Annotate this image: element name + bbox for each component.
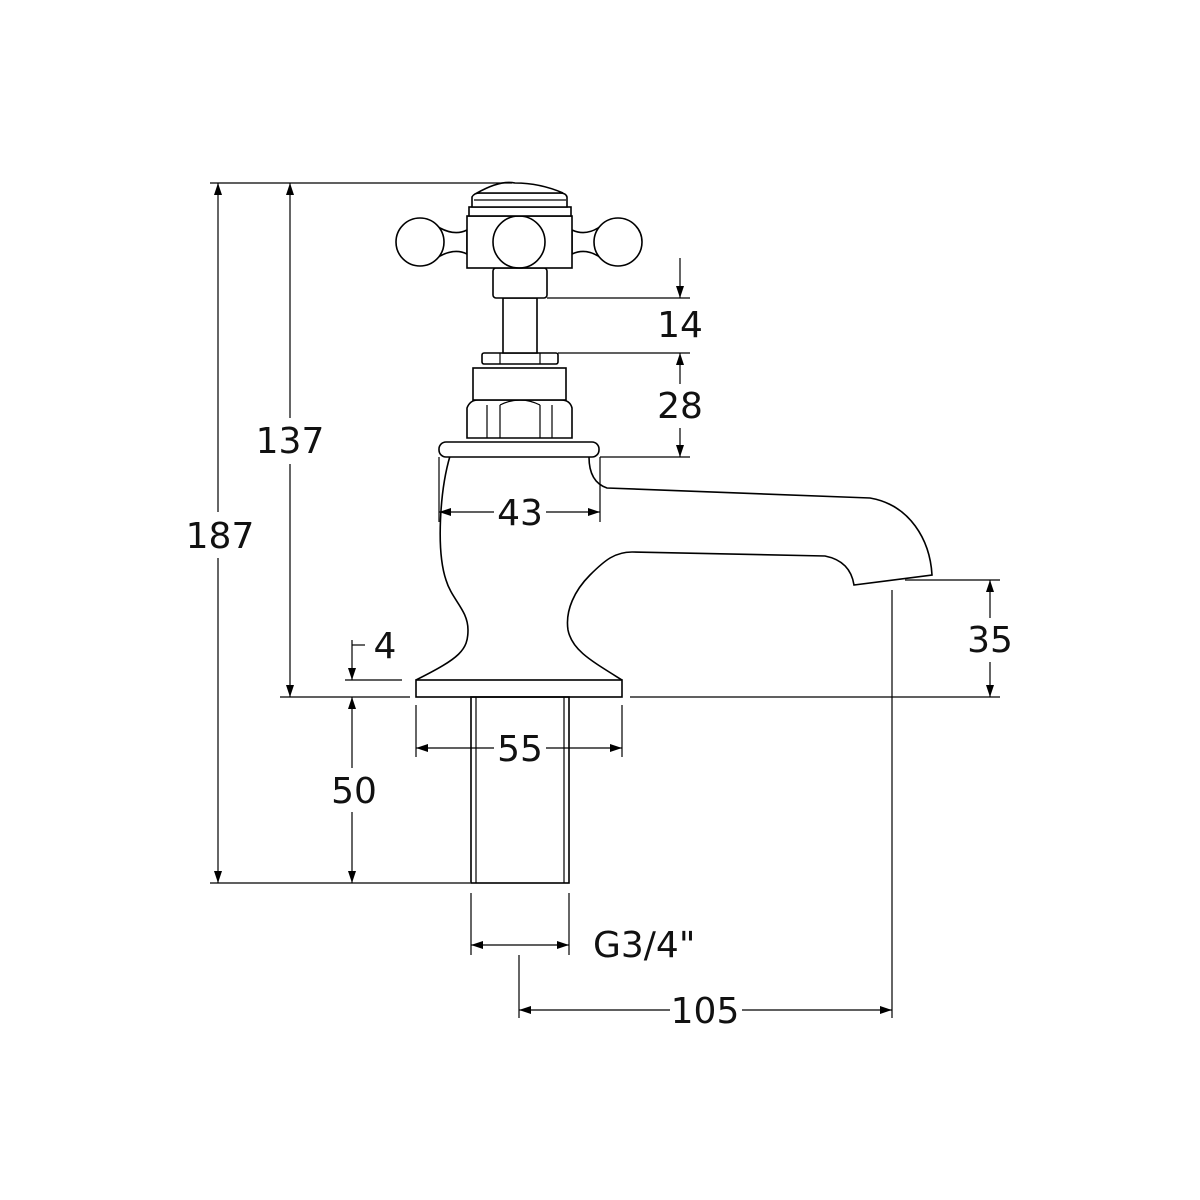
dim-body-width: 43 <box>497 493 543 534</box>
dim-overall-height: 187 <box>186 516 255 557</box>
dim-headwork-height: 28 <box>657 386 703 427</box>
dimension-lines <box>186 182 1016 1032</box>
spindle <box>502 297 538 354</box>
indice-dome <box>473 181 564 194</box>
dimension-labels: 187 137 50 4 14 28 43 55 35 G3/4" 105 <box>186 305 1013 1032</box>
lock-nut <box>481 352 559 365</box>
handle-collar <box>492 267 548 299</box>
cross-handle <box>395 181 643 269</box>
headwork-body <box>472 367 567 401</box>
dim-base-width: 55 <box>497 729 543 770</box>
shank <box>470 696 570 884</box>
dim-spout-reach: 105 <box>671 991 740 1032</box>
dim-spout-height: 35 <box>967 620 1013 661</box>
tap-outline <box>395 181 933 884</box>
dim-shank-length: 50 <box>331 771 377 812</box>
dim-handle-clearance: 14 <box>657 305 703 346</box>
hex-nut <box>466 399 573 439</box>
base-plate <box>415 679 623 698</box>
dim-base-thickness: 4 <box>374 626 397 667</box>
spout-body <box>415 455 933 681</box>
deck-flange <box>438 441 600 458</box>
dim-height-above-deck: 137 <box>256 421 325 462</box>
dim-thread: G3/4" <box>593 925 695 966</box>
